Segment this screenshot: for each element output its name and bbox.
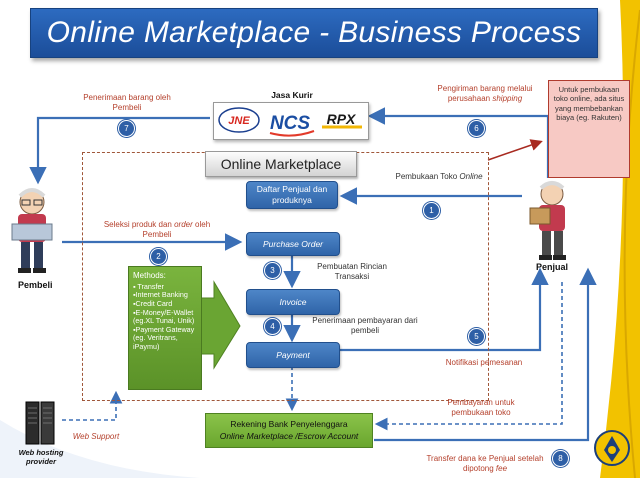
escrow-bank-box: Rekening Bank Penyelenggara Online Marke… <box>205 413 373 448</box>
seller-list-box: Daftar Penjual dan produknya <box>246 181 338 209</box>
label-open-store-text: Pembukaan Toko <box>395 172 458 181</box>
label-store-payment: Pembayaran untuk pembukaan toko <box>447 398 515 417</box>
courier-logo-strip: JNE NCS RPX <box>218 107 362 137</box>
label-web-support: Web Support <box>72 432 120 441</box>
label-select-em: order <box>174 220 193 229</box>
label-transaction-detail: Pembuatan Rincian Transaksi <box>317 262 387 281</box>
step-2: 2 <box>150 248 167 265</box>
label-receive-goods: Penerimaan barang oleh Pembeli <box>83 93 171 112</box>
arrow-transfer-funds <box>374 267 597 442</box>
arrow-receive-goods <box>29 116 210 185</box>
label-shipping: Pengiriman barang melalui perusahaan shi… <box>430 84 540 104</box>
ncs-label: NCS <box>270 113 310 134</box>
arrow-notification <box>340 267 549 352</box>
step-6: 6 <box>468 120 485 137</box>
method-item: ▪Internet Banking <box>133 290 188 300</box>
method-item: ▪Credit Card <box>133 298 173 308</box>
method-item: ▪E-Money/E-Wallet (eg.XL Tunai, Unik) <box>133 307 195 326</box>
label-select-text: Seleksi produk dan <box>103 220 172 229</box>
ministry-emblem <box>594 430 630 466</box>
jne-logo: JNE <box>218 107 260 133</box>
ncs-logo: NCS <box>269 113 315 137</box>
label-open-store: Pembukaan Toko Online <box>384 172 494 182</box>
purchase-order-box: Purchase Order <box>246 232 340 256</box>
step-1: 1 <box>423 202 440 219</box>
rpx-label: RPX <box>327 111 357 127</box>
step-5: 5 <box>468 328 485 345</box>
marketplace-title: Online Marketplace <box>205 151 357 177</box>
label-shipping-em: shipping <box>492 94 523 103</box>
buyer-label: Pembeli <box>18 280 53 290</box>
jne-label: JNE <box>228 115 250 127</box>
rpx-logo: RPX <box>322 111 362 129</box>
method-item: ▪ Transfer <box>133 281 164 291</box>
label-transfer-text: Transfer dana ke Penjual setelah dipoton… <box>426 454 544 473</box>
label-shipping-text: Pengiriman barang melalui perusahaan <box>437 84 533 103</box>
step-8: 8 <box>552 450 569 467</box>
title-banner: Online Marketplace - Business Process <box>30 8 598 58</box>
label-select-product: Seleksi produk dan order oleh Pembeli <box>96 220 218 240</box>
step-3: 3 <box>264 262 281 279</box>
hosting-label: Web hosting provider <box>18 448 64 467</box>
arrow-web-support <box>62 390 123 421</box>
arrow-store-payment <box>374 282 563 431</box>
bank-line-1: Rekening Bank Penyelenggara <box>230 419 348 430</box>
label-transfer-em: fee <box>495 464 508 473</box>
payment-methods-box: Methods: ▪ Transfer ▪Internet Banking ▪C… <box>128 266 202 390</box>
label-receive-payment: Penerimaan pembayaran dari pembeli <box>312 316 418 335</box>
page-title: Online Marketplace - Business Process <box>46 16 582 49</box>
arrow-note <box>487 139 543 161</box>
label-order-notification: Notifikasi pemesanan <box>445 358 523 367</box>
method-item: ▪Payment Gateway (eg. Veritrans, iPaymu) <box>133 324 195 352</box>
courier-heading: Jasa Kurir <box>271 90 313 100</box>
invoice-box: Invoice <box>246 289 340 315</box>
seller-label: Penjual <box>536 262 569 272</box>
label-open-store-em: Online <box>459 172 483 181</box>
label-select-buyer: oleh Pembeli <box>142 220 211 239</box>
seller-figure <box>529 181 566 260</box>
courier-logos: JNE NCS RPX <box>213 102 369 140</box>
step-4: 4 <box>264 318 281 335</box>
buyer-figure <box>11 188 53 273</box>
server-icon <box>25 401 55 445</box>
methods-title: Methods: <box>133 271 166 280</box>
step-7: 7 <box>118 120 135 137</box>
bank-line-2: Online Marketplace /Escrow Account <box>219 430 359 441</box>
label-transfer-funds: Transfer dana ke Penjual setelah dipoton… <box>410 454 560 474</box>
note-box: Untuk pembukaan toko online, ada situs y… <box>548 80 630 178</box>
payment-box: Payment <box>246 342 340 368</box>
